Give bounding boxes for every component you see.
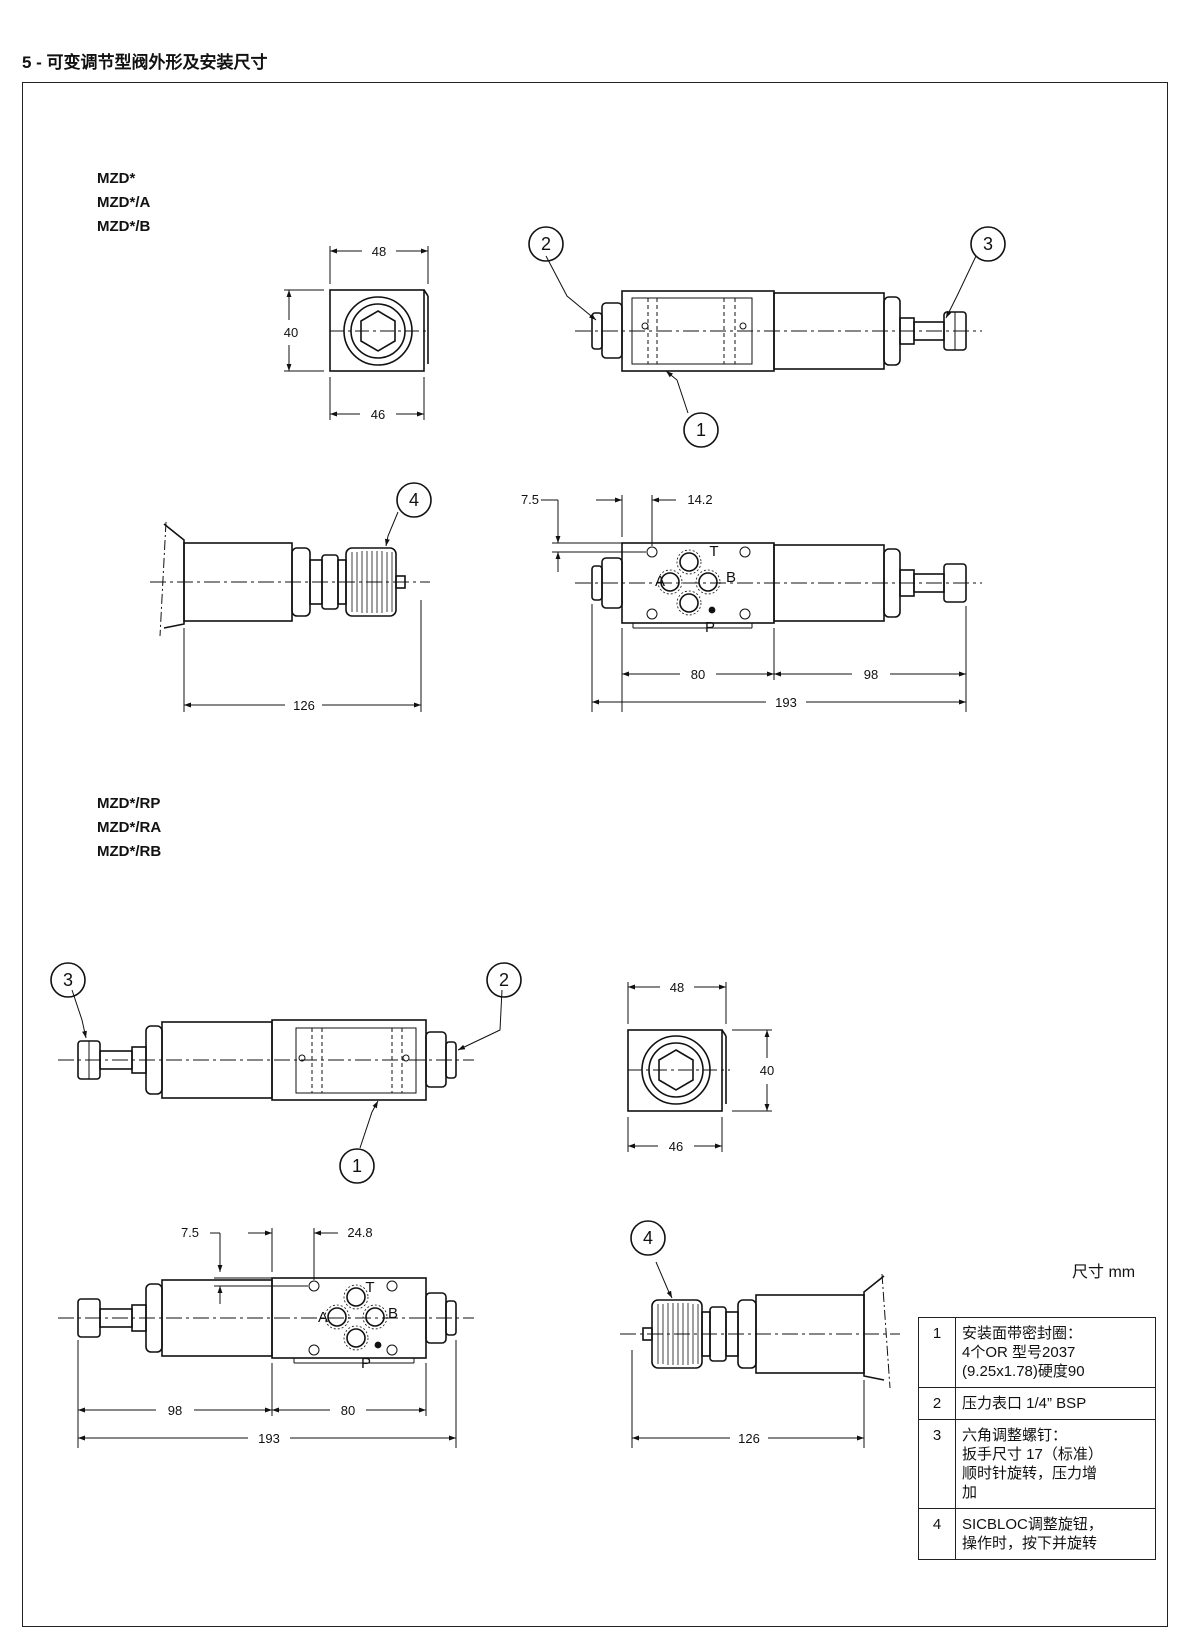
legend-line: 操作时，按下并旋转 xyxy=(962,1535,1098,1552)
dim-label: 193 xyxy=(258,1431,280,1446)
callout-circle xyxy=(396,482,432,518)
callout-number: 4 xyxy=(409,490,419,510)
end-view-top xyxy=(284,246,430,420)
callout-circle xyxy=(630,1220,666,1256)
knob-view-top xyxy=(150,511,430,712)
dim-label: 46 xyxy=(669,1139,683,1154)
mounting-face-top xyxy=(541,495,982,712)
dim-label: 24.8 xyxy=(347,1225,372,1240)
legend-row: 3 六角调整螺钉： 扳手尺寸 17（标准） 顺时针旋转，压力增 加 xyxy=(918,1419,1156,1509)
legend-line: (9.25x1.78)硬度90 xyxy=(962,1363,1085,1380)
callout-circle xyxy=(528,226,564,262)
top-model-list: MZD* MZD*/A MZD*/B xyxy=(97,167,150,239)
legend-text: 安装面带密封圈： 4个OR 型号2037 (9.25x1.78)硬度90 xyxy=(955,1317,1156,1388)
port-label-p: P xyxy=(705,619,715,636)
callout-number: 1 xyxy=(352,1156,362,1176)
legend-line: 压力表口 1/4” BSP xyxy=(962,1395,1087,1412)
callout-number: 4 xyxy=(643,1228,653,1248)
mounting-face-bottom xyxy=(58,1228,474,1448)
model-label: MZD*/B xyxy=(97,218,151,235)
legend-text: SICBLOC调整旋钮， 操作时，按下并旋转 xyxy=(955,1508,1156,1560)
callout-number: 3 xyxy=(63,970,73,990)
port-label-t: T xyxy=(709,543,718,560)
legend-line: 六角调整螺钉： xyxy=(962,1427,1068,1444)
callout-circle xyxy=(970,226,1006,262)
model-label: MZD*/RB xyxy=(97,843,162,860)
callout-circle xyxy=(683,412,719,448)
callout-number: 2 xyxy=(499,970,509,990)
legend-table: 1 安装面带密封圈： 4个OR 型号2037 (9.25x1.78)硬度90 2… xyxy=(918,1317,1156,1560)
model-label: MZD* xyxy=(97,170,136,187)
legend-line: 安装面带密封圈： xyxy=(962,1325,1083,1342)
legend-number: 4 xyxy=(918,1508,956,1560)
port-label-t: T xyxy=(365,1279,374,1296)
callout-number: 1 xyxy=(696,420,706,440)
dim-label: 14.2 xyxy=(687,492,712,507)
callout-circle xyxy=(50,962,86,998)
legend-line: SICBLOC调整旋钮， xyxy=(962,1516,1103,1533)
legend-line: 加 xyxy=(962,1484,978,1501)
legend-number: 2 xyxy=(918,1387,956,1420)
legend-number: 1 xyxy=(918,1317,956,1388)
end-view-bottom xyxy=(627,982,772,1152)
dim-label: 98 xyxy=(864,667,878,682)
legend-row: 1 安装面带密封圈： 4个OR 型号2037 (9.25x1.78)硬度90 xyxy=(918,1317,1156,1388)
dim-label: 126 xyxy=(293,698,315,713)
legend-text: 六角调整螺钉： 扳手尺寸 17（标准） 顺时针旋转，压力增 加 xyxy=(955,1419,1156,1509)
dim-label: 80 xyxy=(341,1403,355,1418)
port-label-b: B xyxy=(726,569,736,586)
bottom-model-list: MZD*/RP MZD*/RA MZD*/RB xyxy=(97,792,161,864)
model-label: MZD*/RA xyxy=(97,819,162,836)
dim-label: 46 xyxy=(371,407,385,422)
dim-label: 40 xyxy=(284,325,298,340)
side-view-bottom xyxy=(58,989,503,1149)
dim-label: 48 xyxy=(372,244,386,259)
port-label-a: A xyxy=(318,1309,328,1326)
callout-circle xyxy=(339,1148,375,1184)
callout-number: 3 xyxy=(983,234,993,254)
drawing-frame xyxy=(22,82,1168,1627)
dim-label: 7.5 xyxy=(521,492,539,507)
dim-label: 193 xyxy=(775,695,797,710)
side-view-top xyxy=(545,255,982,414)
dim-label: 98 xyxy=(168,1403,182,1418)
legend-number: 3 xyxy=(918,1419,956,1509)
dim-label: 126 xyxy=(738,1431,760,1446)
dim-label: 40 xyxy=(760,1063,774,1078)
model-label: MZD*/A xyxy=(97,194,151,211)
model-label: MZD*/RP xyxy=(97,795,161,812)
units-label: 尺寸 mm xyxy=(1072,1264,1136,1281)
legend-text: 压力表口 1/4” BSP xyxy=(955,1387,1156,1420)
page-title: 5 - 可变调节型阀外形及安装尺寸 xyxy=(22,53,268,72)
knob-view-bottom xyxy=(620,1261,900,1448)
legend-line: 扳手尺寸 17（标准） xyxy=(962,1446,1103,1463)
legend-line: 4个OR 型号2037 xyxy=(962,1344,1076,1361)
dim-label: 7.5 xyxy=(181,1225,199,1240)
callout-circle xyxy=(486,962,522,998)
legend-row: 2 压力表口 1/4” BSP xyxy=(918,1387,1156,1420)
legend-line: 顺时针旋转，压力增 xyxy=(962,1465,1098,1482)
port-label-a: A xyxy=(655,573,665,590)
port-label-p: P xyxy=(361,1355,371,1372)
legend-row: 4 SICBLOC调整旋钮， 操作时，按下并旋转 xyxy=(918,1508,1156,1560)
callout-number: 2 xyxy=(541,234,551,254)
port-label-b: B xyxy=(388,1305,398,1322)
dim-label: 48 xyxy=(670,980,684,995)
dim-label: 80 xyxy=(691,667,705,682)
